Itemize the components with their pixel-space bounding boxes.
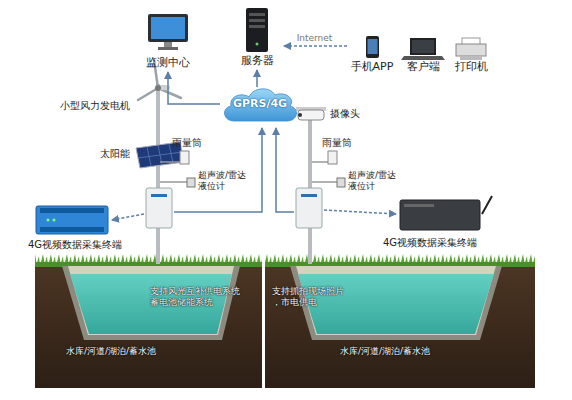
network-label: GPRS/4G — [233, 97, 287, 110]
connector-arrow — [256, 70, 258, 87]
node-text-block: 4G视频数据采集终端 — [370, 231, 490, 250]
laptop-icon — [401, 38, 445, 60]
device-label: 打印机 — [455, 60, 488, 73]
edge-label: Internet — [295, 33, 335, 44]
node-text-block: 手机APP — [347, 55, 397, 74]
part-label: 超声波/雷达 液位计 — [198, 170, 254, 193]
part-label: 小型风力发电机 — [60, 100, 130, 113]
device-node: 4G视频数据采集终端 — [370, 196, 490, 250]
connector-arrow — [168, 72, 220, 104]
place-label: 水库/河道/湖泊/蓄水池 — [340, 346, 430, 357]
ground-left — [35, 252, 262, 388]
part-label: 摄像头 — [330, 108, 360, 121]
device-label: 4G视频数据采集终端 — [383, 237, 477, 249]
device-node: 手机APP — [347, 34, 397, 74]
left-terminal-device — [36, 206, 108, 234]
device-node: 服务器 — [232, 6, 282, 68]
cloud-outline — [225, 89, 297, 121]
node-text-block: GPRS/4G — [220, 84, 300, 124]
monitor-icon — [148, 14, 188, 50]
device-label: 手机APP — [351, 60, 394, 73]
connector-arrow — [284, 45, 347, 47]
node-text-block: 监测中心 — [138, 51, 198, 70]
network-cloud: GPRS/4G — [220, 84, 300, 124]
device-label: 客户端 — [407, 60, 440, 73]
phone-icon — [366, 36, 379, 58]
part-label: 超声波/雷达 液位计 — [348, 170, 404, 193]
node-text-block: 4G视频数据采集终端 — [20, 233, 130, 252]
device-node: 4G视频数据采集终端 — [20, 200, 130, 252]
printer-icon — [456, 38, 486, 60]
device-node: 客户端 — [400, 34, 446, 74]
right-station — [296, 107, 345, 264]
part-label: 太阳能 — [100, 148, 130, 161]
note-text: 支持风光互补供电系统 蓄电池储能系统 — [150, 286, 246, 309]
server-icon — [246, 8, 268, 52]
node-text-block: 客户端 — [400, 55, 446, 74]
left-station — [136, 60, 195, 264]
device-node: 打印机 — [448, 34, 494, 74]
device-label: 监测中心 — [146, 56, 190, 69]
note-text: 支持抓拍现场照片 ，市电供电 — [272, 286, 350, 309]
device-label: 4G视频数据采集终端 — [28, 239, 122, 251]
device-node: 监测中心 — [138, 12, 198, 70]
part-label: 雨量筒 — [322, 137, 352, 150]
right-terminal-device — [400, 196, 492, 230]
node-text-block: 服务器 — [232, 49, 282, 68]
part-label: 雨量筒 — [172, 137, 202, 150]
place-label: 水库/河道/湖泊/蓄水池 — [66, 346, 156, 357]
node-text-block: 打印机 — [448, 55, 494, 74]
device-label: 服务器 — [241, 54, 274, 67]
ground-right — [265, 252, 535, 388]
